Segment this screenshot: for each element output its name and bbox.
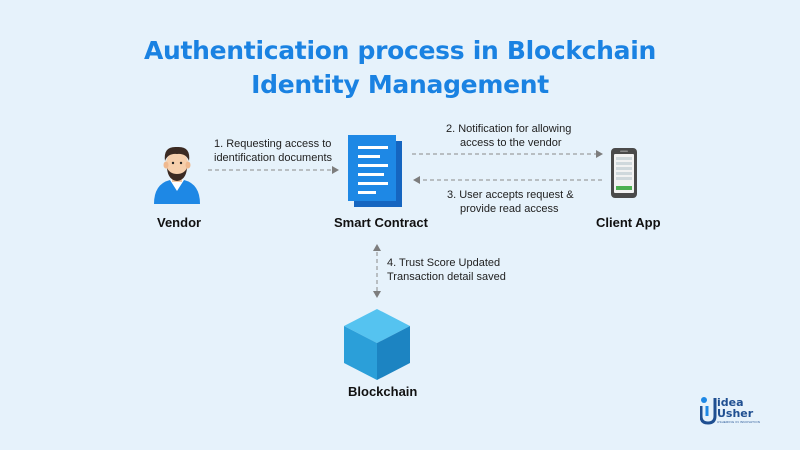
logo-mark-icon [700, 397, 717, 425]
step-2-line-1: 2. Notification for allowing [446, 123, 572, 135]
step-4-label: 4. Trust Score Updated Transaction detai… [387, 256, 506, 284]
idea-usher-logo: idea Usher USHERING IN INNOVATION [700, 396, 780, 426]
step-3-line-1: 3. User accepts request & [447, 189, 574, 201]
step-1-label: 1. Requesting access to identification d… [214, 137, 332, 165]
title-line-1: Authentication process in Blockchain [143, 36, 657, 65]
step-1-line-2: identification documents [214, 152, 333, 164]
smart-contract-document-icon [348, 135, 402, 207]
vendor-label: Vendor [157, 215, 202, 230]
step-3-label: 3. User accepts request & provide read a… [447, 188, 574, 216]
logo-word-usher: Usher [717, 407, 754, 420]
client-app-phone-icon [611, 148, 637, 198]
step-2-line-2: access to the vendor [460, 137, 562, 149]
title-line-2: Identity Management [251, 70, 549, 99]
smart-contract-label: Smart Contract [334, 215, 428, 230]
vendor-avatar-icon [154, 146, 200, 204]
step-4-line-2: Transaction detail saved [387, 271, 506, 283]
blockchain-cube-icon [344, 309, 410, 380]
logo-word-idea: idea [717, 396, 744, 409]
client-app-label: Client App [596, 215, 661, 230]
diagram-title: Authentication process in Blockchain Ide… [0, 34, 800, 102]
step-1-line-1: 1. Requesting access to [214, 138, 332, 150]
step-4-line-1: 4. Trust Score Updated [387, 257, 501, 269]
blockchain-label: Blockchain [348, 384, 418, 399]
step-3-line-2: provide read access [460, 203, 559, 215]
step-2-label: 2. Notification for allowing access to t… [446, 122, 571, 150]
logo-tagline: USHERING IN INNOVATION [717, 420, 761, 424]
